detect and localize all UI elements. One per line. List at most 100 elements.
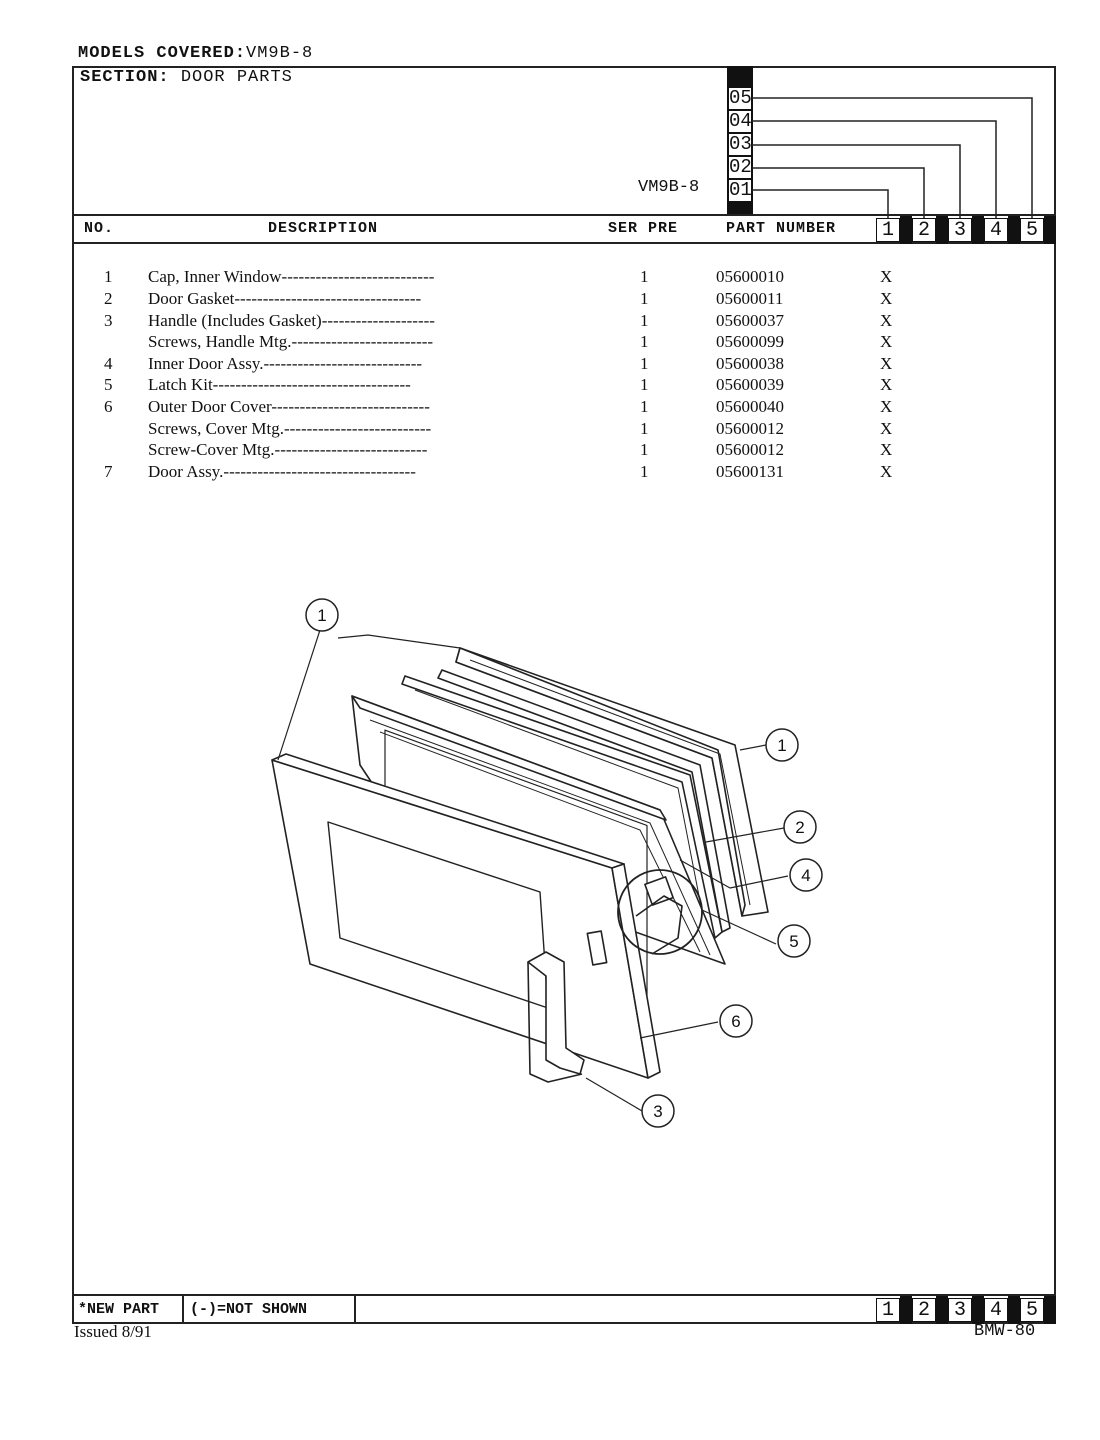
models-covered-label: MODELS COVERED: [78,44,247,63]
item-mark: X [880,397,893,416]
index-box-1: 1 [876,218,900,242]
item-part-number: 05600012 [716,419,784,438]
footer-index-box-2: 2 [912,1298,936,1322]
table-row: 7 Door Assy.-----------------------------… [0,461,1100,483]
footer-index-separator [972,1296,984,1324]
item-ser-pre: 1 [640,332,649,351]
item-number: 4 [104,354,113,373]
section-heading: SECTION: DOOR PARTS [80,68,293,87]
model-name: VM9B-8 [638,178,700,197]
item-ser-pre: 1 [640,375,649,394]
footer-index-separator [900,1296,912,1324]
item-description: Door Gasket-----------------------------… [148,289,422,308]
column-header-divider [72,242,1056,244]
models-covered: MODELS COVERED:VM9B-8 [78,44,313,63]
callout-label-6: 6 [731,1012,740,1031]
callout-leaders [277,629,789,1112]
item-description: Handle (Includes Gasket)----------------… [148,311,435,330]
index-box-3: 3 [948,218,972,242]
model-code-05: 05 [729,87,752,111]
not-shown-legend: (-)=NOT SHOWN [190,1301,308,1318]
footer-separator [182,1296,184,1324]
section-value: DOOR PARTS [180,68,293,87]
item-description: Inner Door Assy.------------------------… [148,354,423,373]
col-header-ser-pre: SER PRE [608,220,679,237]
item-description: Door Assy.------------------------------… [148,462,416,481]
item-ser-pre: 1 [640,311,649,330]
document-number: BMW-80 [974,1322,1036,1341]
item-part-number: 05600040 [716,397,784,416]
item-ser-pre: 1 [640,440,649,459]
model-code-02: 02 [729,156,752,180]
item-description: Cap, Inner Window-----------------------… [148,267,435,286]
item-mark: X [880,332,893,351]
section-label: SECTION: [80,68,170,87]
latch-kit-drawing [586,869,703,966]
col-header-part-number: PART NUMBER [726,220,837,237]
item-description: Screw-Cover Mtg.------------------------… [148,440,432,459]
footer-divider [72,1294,1056,1296]
item-part-number: 05600010 [716,267,784,286]
item-mark: X [880,311,893,330]
index-separator [972,216,984,244]
item-number: 5 [104,375,113,394]
callout-label-4: 4 [801,866,810,885]
model-connector-lines [752,97,1033,218]
index-box-2: 2 [912,218,936,242]
callout-label-3: 3 [653,1102,662,1121]
item-part-number: 05600011 [716,289,784,308]
callouts [305,598,823,1128]
item-description: Screws, Cover Mtg.----------------------… [148,419,432,438]
index-separator [1008,216,1020,244]
footer-index-separator [1008,1296,1020,1324]
table-row: 5 Latch Kit------------------------------… [0,374,1100,396]
callout-label-2: 2 [795,818,804,837]
item-mark: X [880,354,893,373]
footer-index-box-4: 4 [984,1298,1008,1322]
index-separator [936,216,948,244]
page-frame [72,66,1056,1324]
index-separator [900,216,912,244]
footer-separator [354,1296,356,1324]
door-handle-drawing [527,951,585,1083]
item-ser-pre: 1 [640,267,649,286]
item-mark: X [880,375,893,394]
index-box-5: 5 [1020,218,1044,242]
issued-date: Issued 8/91 [74,1322,152,1341]
model-code-03: 03 [729,133,752,157]
item-mark: X [880,289,893,308]
table-row: 1 Cap, Inner Window----------------------… [0,266,1100,288]
item-description: Latch Kit-------------------------------… [148,375,411,394]
item-description: Screws, Handle Mtg.---------------------… [148,332,434,351]
callout-label-1b: 1 [777,736,786,755]
item-number: 2 [104,289,113,308]
item-mark: X [880,440,893,459]
item-ser-pre: 1 [640,354,649,373]
item-number: 1 [104,267,113,286]
item-part-number: 05600038 [716,354,784,373]
model-code-01: 01 [729,179,752,203]
item-part-number: 05600039 [716,375,784,394]
item-number: 7 [104,462,113,481]
item-mark: X [880,462,893,481]
item-ser-pre: 1 [640,397,649,416]
footer-index-box-5: 5 [1020,1298,1044,1322]
index-box-4: 4 [984,218,1008,242]
col-header-description: DESCRIPTION [268,220,379,237]
index-separator [1044,216,1056,244]
item-mark: X [880,419,893,438]
models-covered-value: VM9B-8 [246,44,314,63]
door-exploded-diagram: 1 1 2 4 5 6 3 [271,598,823,1128]
item-part-number: 05600131 [716,462,784,481]
item-part-number: 05600012 [716,440,784,459]
item-description: Outer Door Cover------------------------… [148,397,430,416]
inner-window-cap-drawing [455,647,769,917]
table-row: Screws, Handle Mtg.---------------------… [0,331,1100,353]
inner-door-assy-drawing [351,695,726,997]
item-ser-pre: 1 [640,419,649,438]
col-header-no: NO. [84,220,115,237]
door-gasket-drawing [401,669,731,939]
item-number: 3 [104,311,113,330]
item-part-number: 05600099 [716,332,784,351]
